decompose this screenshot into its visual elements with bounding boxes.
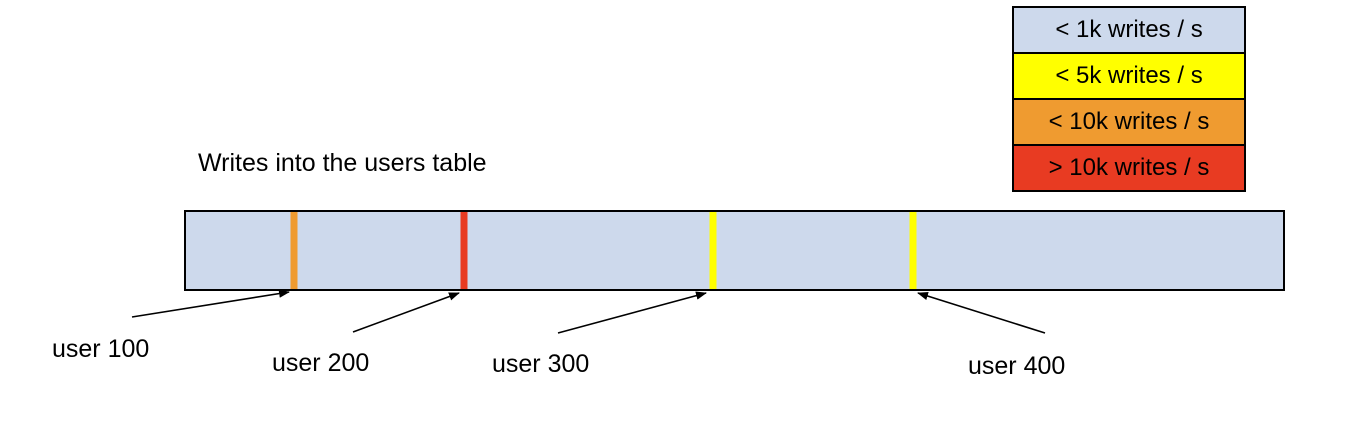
write-hotspot-marker-user-100 — [290, 212, 297, 289]
legend-item-lt-1k: < 1k writes / s — [1012, 6, 1246, 54]
legend-item-label: < 10k writes / s — [1048, 108, 1210, 135]
legend-item-label: < 1k writes / s — [1055, 16, 1203, 43]
label-user-100: user 100 — [52, 335, 150, 363]
arrow-user-100 — [131, 289, 290, 318]
legend: < 1k writes / s < 5k writes / s < 10k wr… — [1012, 6, 1246, 192]
arrow-user-200 — [352, 292, 460, 333]
write-hotspot-marker-user-300 — [709, 212, 717, 289]
arrow-user-300 — [557, 291, 707, 334]
label-user-300: user 300 — [492, 350, 590, 378]
arrow-user-400 — [917, 291, 1046, 334]
label-user-400: user 400 — [968, 352, 1066, 380]
legend-item-label: < 5k writes / s — [1055, 62, 1203, 89]
legend-item-lt-5k: < 5k writes / s — [1012, 52, 1246, 100]
label-user-200: user 200 — [272, 349, 370, 377]
legend-item-gt-10k: > 10k writes / s — [1012, 144, 1246, 192]
write-hotspot-marker-user-400 — [909, 212, 917, 289]
users-table-bar — [184, 210, 1285, 291]
legend-item-lt-10k: < 10k writes / s — [1012, 98, 1246, 146]
legend-item-label: > 10k writes / s — [1048, 154, 1210, 181]
write-hotspot-marker-user-200 — [460, 212, 468, 289]
diagram-title: Writes into the users table — [198, 149, 487, 177]
